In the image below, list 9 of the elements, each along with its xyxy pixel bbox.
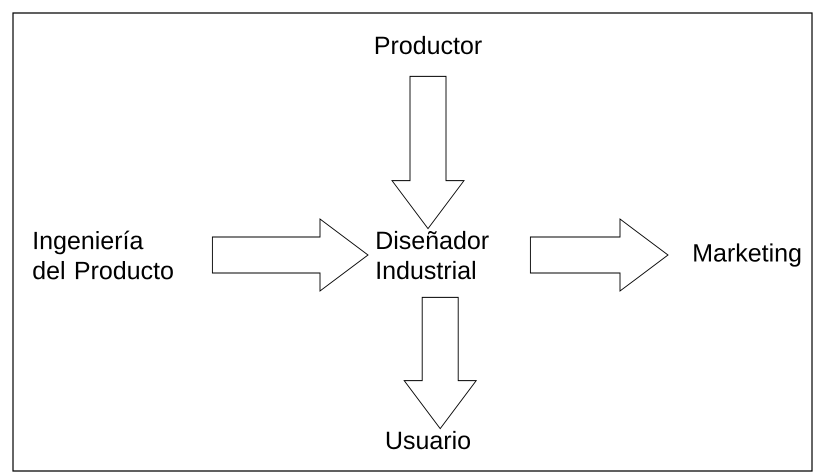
node-label: Marketing bbox=[694, 243, 800, 267]
block-arrow bbox=[212, 218, 369, 292]
block-arrow bbox=[403, 296, 478, 430]
node-label: Diseñador Industrial bbox=[377, 230, 489, 280]
block-arrow bbox=[391, 76, 465, 230]
node-label: Usuario bbox=[386, 430, 470, 450]
node-label: Ingeniería del Producto bbox=[33, 230, 173, 280]
node-label: Productor bbox=[376, 36, 482, 54]
block-arrow bbox=[530, 218, 669, 292]
